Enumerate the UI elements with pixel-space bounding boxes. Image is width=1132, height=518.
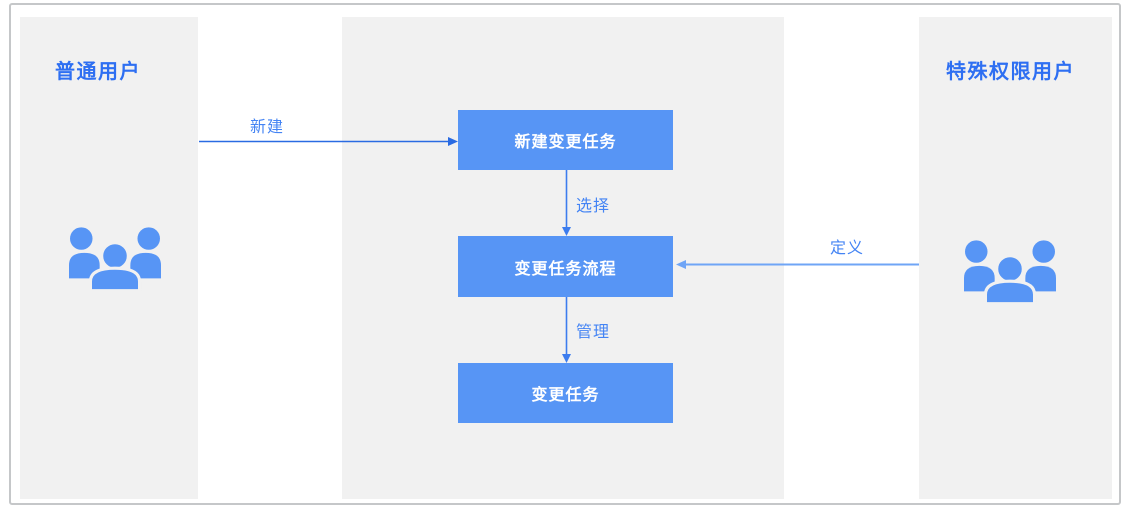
lane-title-ordinary-user: 普通用户 [55, 61, 141, 83]
lane-special-permission-user: 特殊权限用户 [919, 17, 1112, 499]
edge-label-create: 新建 [250, 119, 285, 136]
users-group-icon [964, 240, 1056, 304]
diagram-frame-border [9, 3, 1121, 505]
node-create-change-task: 新建变更任务 [458, 110, 673, 170]
edge-label-select: 选择 [576, 198, 611, 215]
lane-ordinary-user: 普通用户 [20, 17, 198, 499]
edge-label-manage: 管理 [576, 324, 611, 341]
edge-label-define: 定义 [830, 240, 865, 257]
lane-title-special-permission-user: 特殊权限用户 [946, 61, 1075, 83]
node-change-task: 变更任务 [458, 363, 673, 423]
users-group-icon [69, 227, 161, 291]
node-change-task-flow: 变更任务流程 [458, 236, 673, 297]
